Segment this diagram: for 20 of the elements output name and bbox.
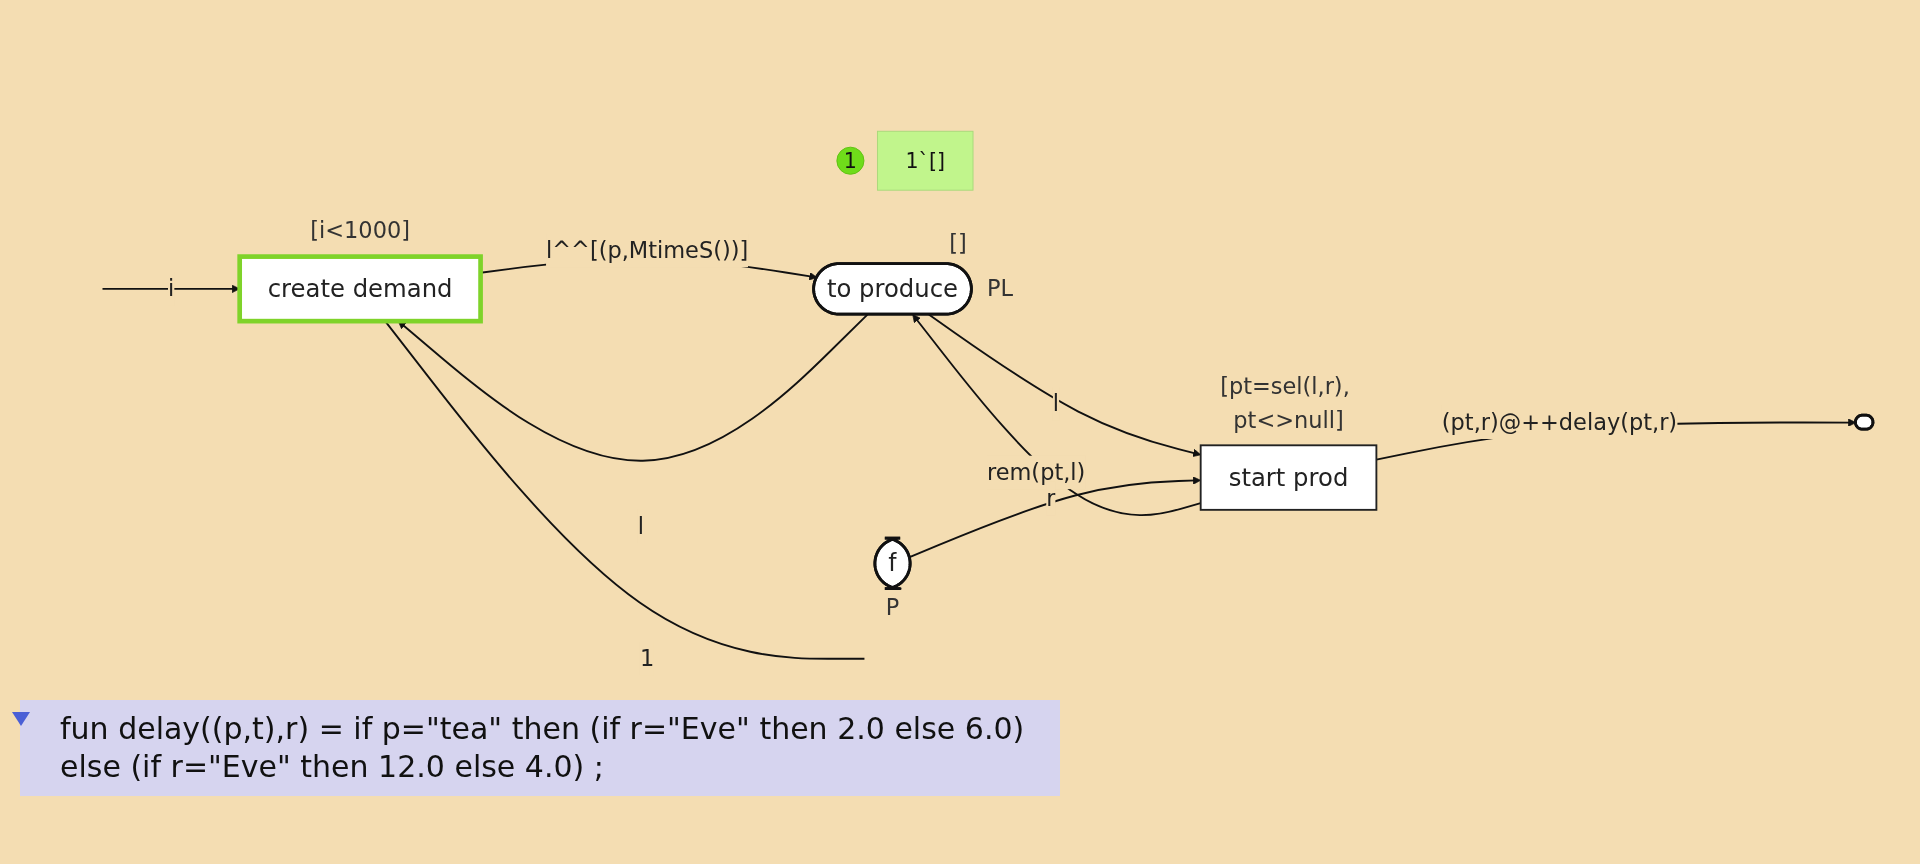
- edge-label: l: [637, 513, 645, 540]
- arrow: [912, 314, 1202, 517]
- node-box: create demand: [237, 254, 484, 324]
- edge-label: l: [1053, 390, 1060, 418]
- edge-label: r: [1046, 485, 1056, 512]
- edge-label: l^^[(p,MtimeS())]: [546, 237, 749, 264]
- declaration-text: fun delay((p,t),r) = if p="tea" then (if r="Eve" then 2.0 else 6.0) else (if r="Eve" then 12.0 else 4.0) ;: [20, 700, 1060, 796]
- node-label: 1`[]: [905, 149, 946, 173]
- node-box: start prod: [1200, 444, 1378, 511]
- edge-label: 1: [640, 645, 655, 672]
- arrow: [909, 476, 1202, 558]
- node-label: [pt=sel(l,r), pt<>null]: [1220, 373, 1351, 434]
- node-label: []: [949, 229, 968, 257]
- node-label: P: [886, 594, 900, 621]
- edge-label: rem(pt,l): [987, 459, 1086, 486]
- edge-label: i: [168, 275, 175, 302]
- node-label: [i<1000]: [310, 217, 411, 244]
- edge-label: (pt,r)@++delay(pt,r): [1442, 409, 1678, 436]
- node-label: 1: [844, 149, 858, 173]
- node-label: PL: [987, 275, 1014, 302]
